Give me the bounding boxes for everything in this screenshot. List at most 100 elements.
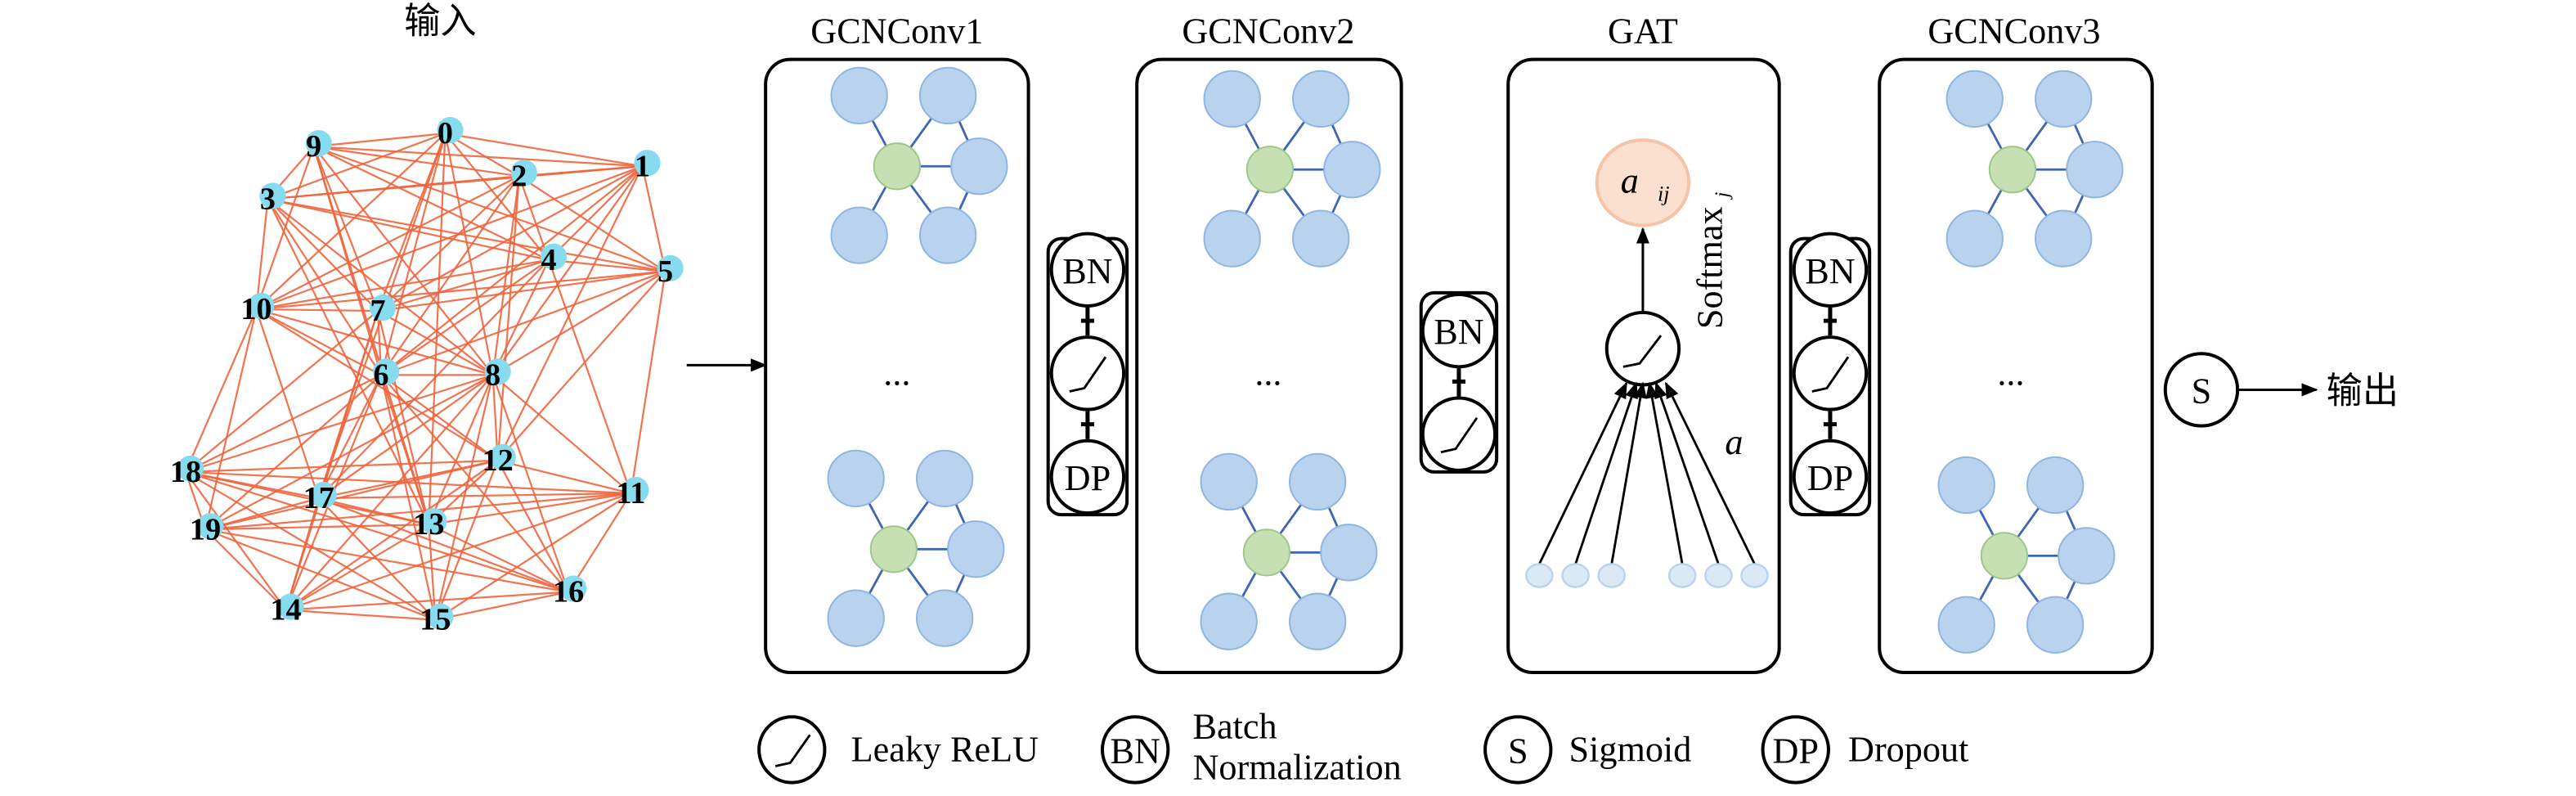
neighbor-node — [1203, 209, 1261, 268]
neighbor-node — [1289, 452, 1347, 511]
gat-internals: a ij Softmax j a — [1525, 138, 1769, 588]
graph-edge — [429, 492, 631, 526]
graph-edge — [435, 591, 569, 621]
legend-s-symbol: S — [1508, 731, 1528, 771]
output-label: 输出 — [2327, 371, 2399, 411]
graph-edge — [285, 609, 436, 621]
neighbor-node — [1945, 209, 2004, 268]
graph-edge — [313, 146, 666, 272]
center-node — [1980, 532, 2029, 580]
leaky-relu-icon — [1811, 356, 1850, 393]
graph-edge — [256, 259, 550, 311]
graph-node: 3 — [259, 182, 286, 216]
graph-node: 1 — [634, 149, 661, 183]
graph-edge — [434, 492, 632, 621]
graph-edge — [313, 132, 446, 148]
graph-edge — [285, 492, 631, 611]
op-stack-2: BN — [1419, 290, 1499, 474]
bn-label: BN — [1805, 251, 1855, 291]
neighbor-node — [950, 137, 1008, 196]
block-title-gat: GAT — [1608, 11, 1678, 52]
legend-leaky-relu: Leaky ReLU — [851, 729, 1039, 769]
gat-neighbor-node — [1740, 563, 1769, 588]
graph-edge — [547, 259, 632, 494]
graph-edge — [267, 175, 519, 200]
graph-edge — [204, 528, 287, 611]
gcnconv2-block — [1135, 57, 1403, 674]
graph-node: 5 — [657, 254, 684, 289]
gcn-motif — [1945, 70, 2124, 268]
graph-edge — [255, 133, 447, 310]
graph-node-label: 8 — [485, 358, 500, 392]
svg-text:a: a — [1621, 160, 1639, 200]
graph-edge — [491, 165, 644, 376]
center-node — [873, 142, 922, 191]
graph-edge — [313, 146, 643, 168]
graph-edge — [204, 528, 436, 621]
graph-edge — [256, 308, 493, 376]
gcn-motif — [1203, 70, 1381, 268]
legend-sigmoid: Sigmoid — [1569, 729, 1692, 769]
gat-neighbor-node — [1597, 563, 1627, 588]
graph-edge — [434, 375, 494, 620]
graph-node: 14 — [270, 593, 304, 627]
graph-edge — [548, 165, 644, 261]
graph-edge — [185, 470, 436, 621]
graph-edge — [445, 132, 643, 168]
graph-node-label: 9 — [306, 129, 321, 164]
gat-neighbor-node — [1704, 563, 1733, 588]
graph-node-label: 13 — [413, 507, 444, 542]
leaky-relu-icon — [1622, 335, 1663, 368]
graph-edge — [318, 492, 631, 500]
graph-edge — [380, 374, 569, 593]
graph-edge — [185, 470, 631, 495]
graph-node-label: 18 — [170, 455, 201, 489]
neighbor-node — [2035, 70, 2093, 128]
neighbor-node — [1937, 596, 1995, 654]
gcnconv1-block — [764, 57, 1030, 674]
graph-node-label: 16 — [553, 575, 584, 609]
neighbor-node — [827, 589, 885, 647]
legend-normalization: Normalization — [1192, 748, 1401, 788]
graph-node: 10 — [240, 292, 275, 326]
neighbor-node — [1200, 592, 1258, 650]
dp-label: DP — [1065, 458, 1111, 498]
graph-edge — [317, 374, 383, 499]
graph-edge — [377, 175, 520, 312]
center-node — [1988, 146, 2037, 194]
graph-node: 11 — [616, 476, 649, 510]
graph-edge — [491, 375, 570, 592]
graph-edge — [492, 270, 666, 376]
attention-label: a — [1621, 160, 1639, 200]
graph-edge — [491, 374, 632, 494]
softmax-subscript: j — [1712, 191, 1733, 200]
graph-edge — [434, 460, 499, 621]
graph-node-label: 7 — [370, 294, 386, 328]
gat-block — [1506, 57, 1781, 674]
bn-label: BN — [1434, 312, 1483, 352]
graph-edge — [491, 176, 520, 376]
center-node — [1242, 528, 1291, 577]
graph-edge — [255, 308, 499, 461]
block-title-gcnconv1: GCNConv1 — [810, 11, 983, 52]
graph-edge — [318, 374, 494, 499]
leaky-relu-icon — [1440, 416, 1479, 454]
graph-edge — [630, 271, 666, 494]
legend-bn-symbol: BN — [1110, 731, 1160, 771]
graph-edge — [256, 308, 379, 313]
gat-neighbor-node — [1561, 563, 1590, 588]
neighbor-node — [830, 206, 888, 264]
gcn-motifs — [827, 66, 2124, 654]
gat-neighbor-node — [1667, 563, 1697, 588]
graph-edge — [518, 175, 550, 261]
graph-node-label: 12 — [482, 443, 514, 478]
graph-edge — [185, 470, 569, 593]
graph-edge — [267, 198, 550, 261]
sigmoid-label: S — [2192, 371, 2212, 411]
neighbor-node — [1320, 524, 1378, 582]
graph-node: 12 — [482, 443, 516, 478]
graph-edge — [312, 146, 430, 525]
attention-coefficient-node — [1595, 138, 1691, 227]
neighbor-node — [827, 449, 885, 508]
graph-node-label: 1 — [635, 149, 650, 183]
